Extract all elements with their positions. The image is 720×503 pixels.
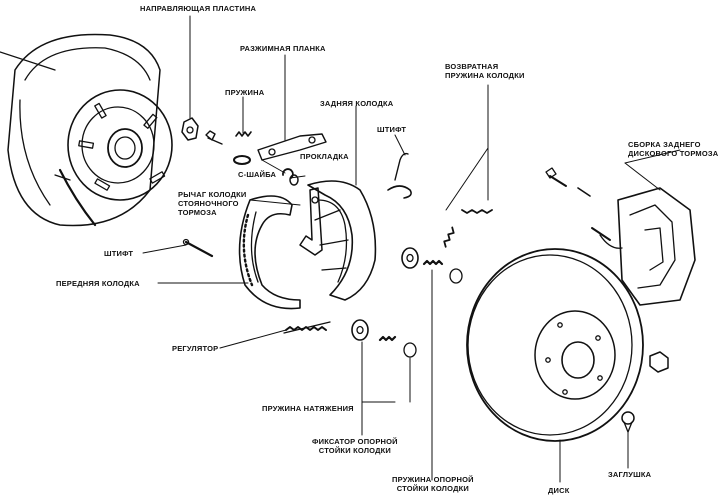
label-hold-spring: ПРУЖИНА ОПОРНОЙ СТОЙКИ КОЛОДКИ bbox=[392, 475, 474, 493]
brake-disc-part bbox=[466, 248, 644, 483]
label-expander-bar: РАЗЖИМНАЯ ПЛАНКА bbox=[240, 44, 326, 53]
expander-bar-part bbox=[257, 54, 327, 161]
label-pin-left: ШТИФТ bbox=[104, 249, 134, 258]
label-return-spring: ВОЗВРАТНАЯ ПРУЖИНА КОЛОДКИ bbox=[445, 62, 525, 80]
label-caliper-line1: СБОРКА ЗАДНЕГО bbox=[628, 140, 701, 149]
label-front-shoe: ПЕРЕДНЯЯ КОЛОДКА bbox=[56, 279, 140, 288]
label-retainer-line2: СТОЙКИ КОЛОДКИ bbox=[318, 446, 391, 455]
front-shoe-part bbox=[238, 195, 301, 310]
label-caliper-line2: ДИСКОВОГО ТОРМОЗА bbox=[628, 149, 719, 158]
nut-part bbox=[649, 351, 669, 373]
label-parking-lever: РЫЧАГ КОЛОДКИ СТОЯНОЧНОГО ТОРМОЗА bbox=[178, 190, 247, 217]
label-caliper-assembly: СБОРКА ЗАДНЕГО ДИСКОВОГО ТОРМОЗА bbox=[628, 140, 718, 158]
pin-left-part bbox=[182, 238, 214, 258]
label-adjuster: РЕГУЛЯТОР bbox=[172, 344, 219, 353]
label-shim: ПРОКЛАДКА bbox=[300, 152, 349, 161]
guide-plate-part bbox=[181, 15, 199, 141]
rear-shoe-part bbox=[307, 105, 377, 301]
caliper-bolts-part bbox=[545, 167, 591, 197]
wheel-studs bbox=[78, 102, 166, 191]
label-retainer-line1: ФИКСАТОР ОПОРНОЙ bbox=[312, 437, 398, 446]
label-rear-shoe: ЗАДНЯЯ КОЛОДКА bbox=[320, 99, 394, 108]
label-retainer: ФИКСАТОР ОПОРНОЙ СТОЙКИ КОЛОДКИ bbox=[312, 437, 398, 455]
spring-part bbox=[233, 96, 252, 165]
label-hold-spring-line2: СТОЙКИ КОЛОДКИ bbox=[396, 484, 469, 493]
label-return-spring-line2: ПРУЖИНА КОЛОДКИ bbox=[445, 71, 525, 80]
label-parking-lever-line1: РЫЧАГ КОЛОДКИ bbox=[178, 190, 247, 199]
label-hold-spring-line1: ПРУЖИНА ОПОРНОЙ bbox=[392, 475, 474, 484]
label-tension-spring: ПРУЖИНА НАТЯЖЕНИЯ bbox=[262, 404, 354, 413]
c-washer-part bbox=[282, 168, 299, 186]
label-spring: ПРУЖИНА bbox=[225, 88, 265, 97]
caliper-assembly-part bbox=[591, 149, 696, 306]
label-c-washer: С-ШАЙБА bbox=[238, 170, 277, 179]
return-springs-part bbox=[443, 84, 493, 248]
label-guide-plate: НАПРАВЛЯЮЩАЯ ПЛАСТИНА bbox=[140, 4, 257, 13]
label-return-spring-line1: ВОЗВРАТНАЯ bbox=[445, 62, 499, 71]
parking-lever-part bbox=[299, 187, 323, 256]
adjuster-part bbox=[283, 321, 331, 334]
label-disc: ДИСК bbox=[548, 486, 570, 495]
label-parking-lever-line2: СТОЯНОЧНОГО bbox=[178, 199, 239, 208]
label-pin-top: ШТИФТ bbox=[377, 125, 407, 134]
label-plug: ЗАГЛУШКА bbox=[608, 470, 652, 479]
backing-plate-assembly bbox=[0, 33, 173, 227]
washers-part bbox=[351, 247, 463, 358]
label-parking-lever-line3: ТОРМОЗА bbox=[178, 208, 217, 217]
pin-top-part bbox=[387, 152, 412, 199]
plug-part bbox=[621, 411, 635, 469]
